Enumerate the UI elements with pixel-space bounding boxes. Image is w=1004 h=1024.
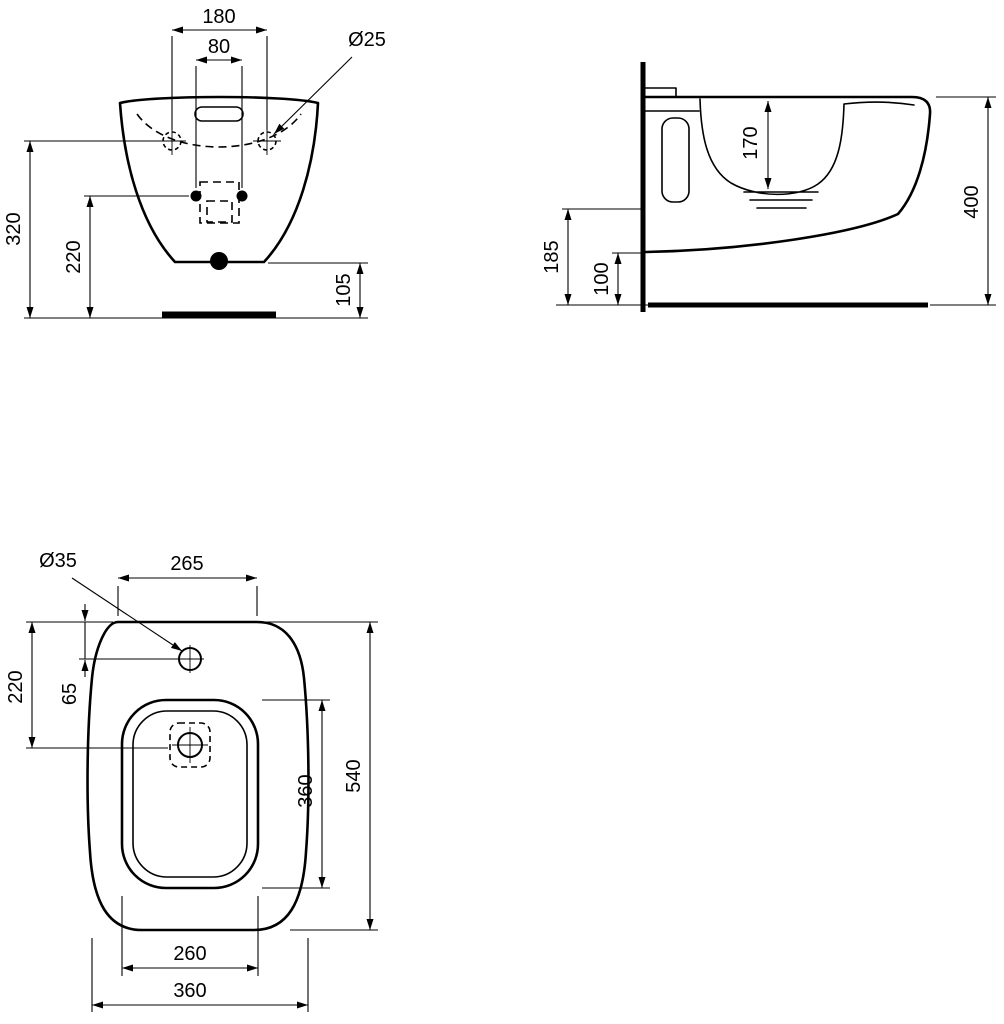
front-hidden-rim-line <box>136 113 302 148</box>
side-extension-lines <box>556 96 996 306</box>
front-dim-text-hole-diameter: Ø25 <box>348 29 386 51</box>
front-dim-text-height-rim: 105 <box>333 273 355 306</box>
side-interior-lines <box>644 98 915 209</box>
front-extension-lines <box>24 36 368 319</box>
top-body-outline <box>86 620 310 932</box>
top-dim-text-width-total: 360 <box>173 980 206 1002</box>
front-dim-text-height-total: 320 <box>3 212 25 245</box>
front-hole-centerlines <box>158 127 281 155</box>
side-top-step <box>644 87 677 98</box>
top-extension-lines <box>26 586 378 1012</box>
top-drain-box <box>169 722 211 768</box>
top-view: Ø35 265 220 65 540 360 260 360 <box>5 550 378 1012</box>
side-dim-text-height-rim: 400 <box>961 185 983 218</box>
side-fixing-channel <box>661 117 690 203</box>
front-overflow-slot <box>194 106 244 122</box>
side-dim-text-outlet-height: 185 <box>541 240 563 273</box>
front-dim-text-bolt-spacing: 80 <box>208 36 230 58</box>
top-dim-text-back-width: 265 <box>170 553 203 575</box>
top-basin-rim-outer <box>120 698 260 890</box>
top-tap-hole-crosshair <box>176 645 204 673</box>
top-dim-text-basin-width: 260 <box>173 943 206 965</box>
side-body-outline <box>643 95 932 254</box>
top-dim-text-tap-diameter: Ø35 <box>39 550 77 572</box>
front-body-outline <box>118 95 320 264</box>
top-basin-rim-inner <box>132 710 248 878</box>
top-dim-text-drain-offset: 220 <box>5 670 27 703</box>
front-bolt-right <box>236 190 248 202</box>
top-leader-tap-diameter <box>71 577 183 652</box>
front-bolt-left <box>190 190 202 202</box>
front-leader-hole-diameter <box>273 56 353 135</box>
front-dim-text-hole-spacing: 180 <box>202 6 235 28</box>
side-view: 170 400 185 100 <box>541 62 996 312</box>
top-dim-text-depth-total: 540 <box>343 759 365 792</box>
front-hidden-fixture-boxes <box>199 181 240 224</box>
top-dim-text-basin-length: 360 <box>295 774 317 807</box>
front-dim-text-height-bolts: 220 <box>63 240 85 273</box>
front-view: 180 80 Ø25 320 220 105 <box>3 6 386 319</box>
side-dim-text-inlet-height: 100 <box>591 262 613 295</box>
top-dim-text-tap-offset: 65 <box>59 683 81 705</box>
front-outlet-dot <box>210 252 228 270</box>
side-dim-text-basin-depth: 170 <box>740 126 762 159</box>
top-drain-crosshair <box>172 727 208 763</box>
